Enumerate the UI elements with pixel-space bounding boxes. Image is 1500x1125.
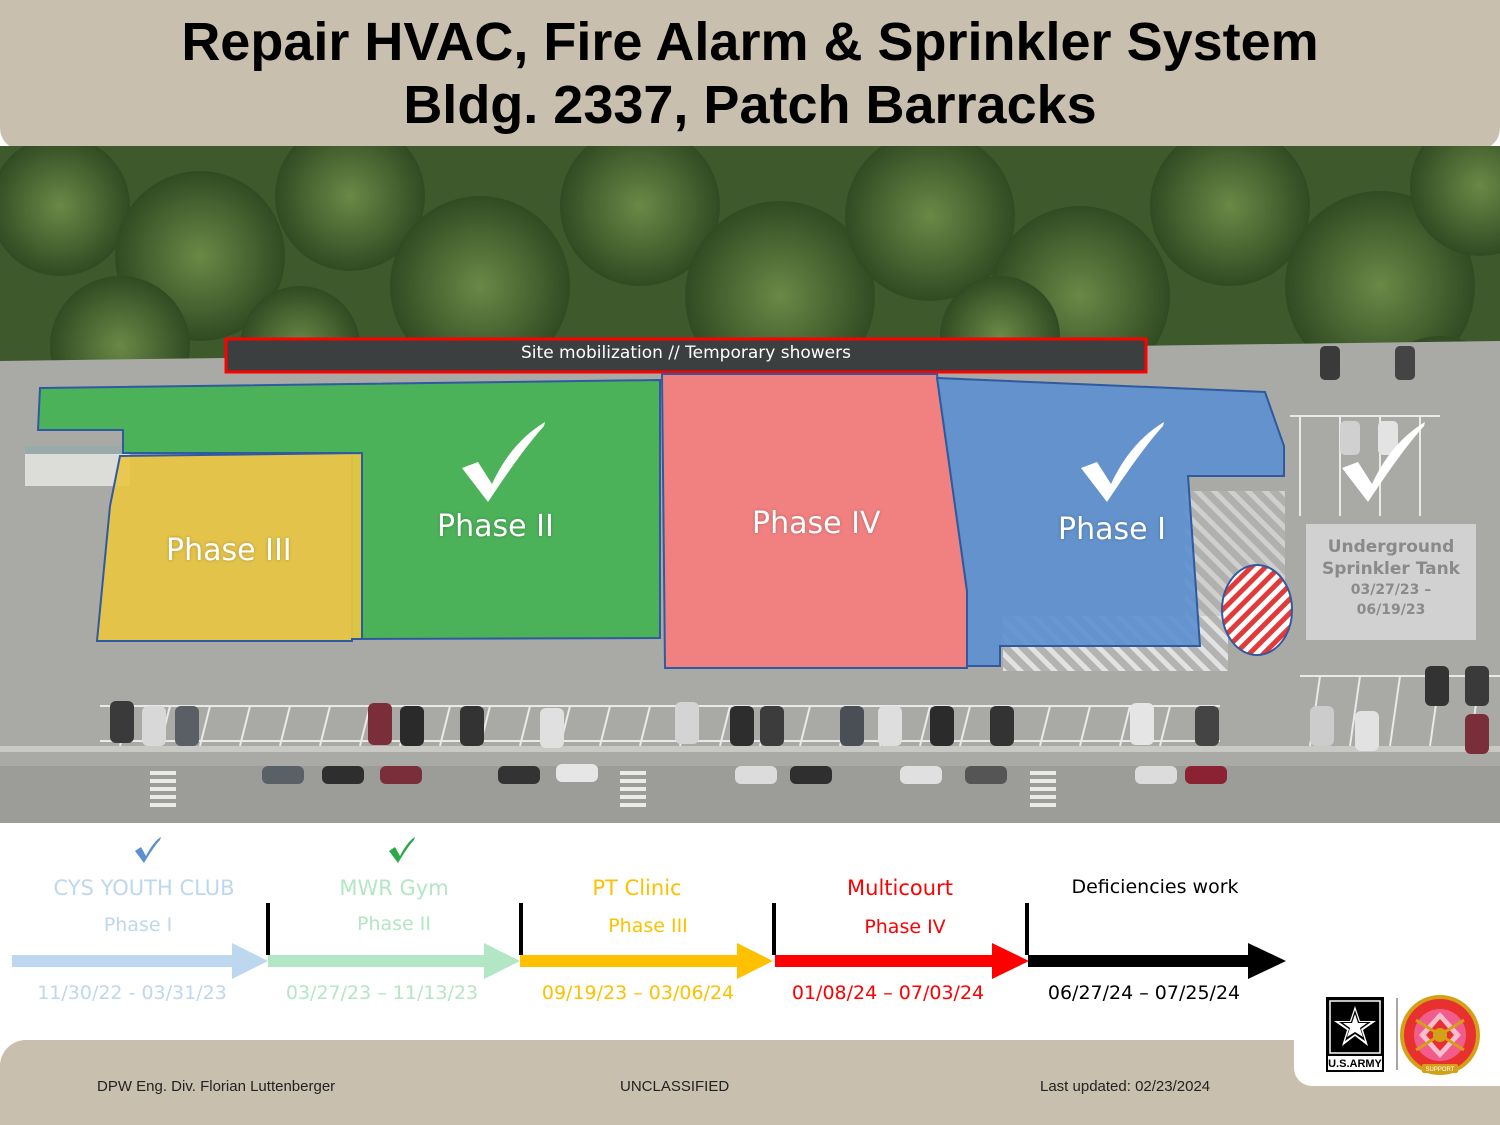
arrow-cys [12, 943, 268, 979]
site-map-graphic [0, 146, 1500, 823]
tank-label: Underground Sprinkler Tank 03/27/23 – 06… [1306, 536, 1476, 620]
header-banner: Repair HVAC, Fire Alarm & Sprinkler Syst… [0, 0, 1500, 150]
cys-name: CYS YOUTH CLUB [53, 876, 235, 900]
support-seal-icon: SUPPORT [1400, 995, 1480, 1075]
phase-iv-label: Phase IV [752, 506, 881, 541]
logo-panel: U.S.ARMY SUPPORT [1294, 964, 1500, 1086]
phase-i-check-icon [1081, 422, 1164, 502]
sprinkler-tank-marker [1221, 564, 1293, 656]
arrow-mwr [268, 943, 520, 979]
tank-title-line1: Underground [1327, 537, 1455, 557]
tank-title-line2: Sprinkler Tank [1322, 559, 1460, 579]
timeline-dividers [266, 903, 1029, 955]
footer-classification: UNCLASSIFIED [620, 1078, 730, 1095]
phase-i-area [935, 376, 1285, 667]
mwr-name: MWR Gym [339, 876, 449, 900]
parked-cars [110, 346, 1489, 784]
cys-check-icon [135, 837, 161, 863]
site-aerial-map: Site mobilization // Temporary showers P… [0, 146, 1500, 823]
phase-iii-area [95, 451, 363, 642]
multicourt-name: Multicourt [847, 876, 953, 900]
arrow-multicourt [775, 943, 1029, 979]
timeline-arrows [12, 943, 1286, 979]
pt-clinic-phase: Phase III [608, 915, 688, 937]
footer-last-updated: Last updated: 02/23/2024 [1040, 1078, 1211, 1095]
timeline-graphic [12, 837, 1286, 979]
page-title-line2: Bldg. 2337, Patch Barracks [403, 75, 1097, 135]
phase-i-label: Phase I [1058, 512, 1166, 547]
deficiencies-name: Deficiencies work [1071, 876, 1239, 898]
phase-ii-check-icon [462, 422, 545, 502]
army-logo-text: U.S.ARMY [1328, 1058, 1382, 1070]
mwr-dates: 03/27/23 – 11/13/23 [285, 982, 479, 1004]
mwr-check-icon [389, 837, 415, 863]
footer-bar [0, 1040, 1500, 1125]
deficiencies-dates: 06/27/24 – 07/25/24 [1047, 982, 1241, 1004]
pt-clinic-name: PT Clinic [592, 876, 682, 900]
tank-check-icon [1342, 422, 1425, 502]
tank-dates-line1: 03/27/23 – [1350, 582, 1432, 598]
multicourt-dates: 01/08/24 – 07/03/24 [791, 982, 985, 1004]
seal-bottom-text: SUPPORT [1426, 1067, 1455, 1073]
arrow-deficiencies [1028, 943, 1286, 979]
crosswalks [150, 771, 1056, 807]
army-logos: U.S.ARMY SUPPORT [1326, 995, 1480, 1075]
cys-dates: 11/30/22 - 03/31/23 [37, 982, 227, 1004]
page-title-line1: Repair HVAC, Fire Alarm & Sprinkler Syst… [181, 12, 1319, 72]
footer-author: DPW Eng. Div. Florian Luttenberger [97, 1078, 336, 1095]
cys-phase: Phase I [103, 914, 173, 936]
mobilization-label: Site mobilization // Temporary showers [521, 343, 851, 363]
tank-dates-line2: 06/19/23 [1356, 602, 1426, 618]
arrow-pt [520, 943, 773, 979]
phase-timeline: CYS YOUTH CLUB Phase I 11/30/22 - 03/31/… [0, 823, 1500, 1043]
pt-clinic-dates: 09/19/23 – 03/06/24 [541, 982, 735, 1004]
us-army-star-icon: U.S.ARMY [1326, 997, 1384, 1072]
mwr-phase: Phase II [357, 913, 431, 935]
phase-iii-label: Phase III [166, 533, 292, 568]
phase-ii-label: Phase II [437, 509, 554, 544]
multicourt-phase: Phase IV [864, 916, 946, 938]
mobilization-zone-outline [224, 337, 1148, 374]
